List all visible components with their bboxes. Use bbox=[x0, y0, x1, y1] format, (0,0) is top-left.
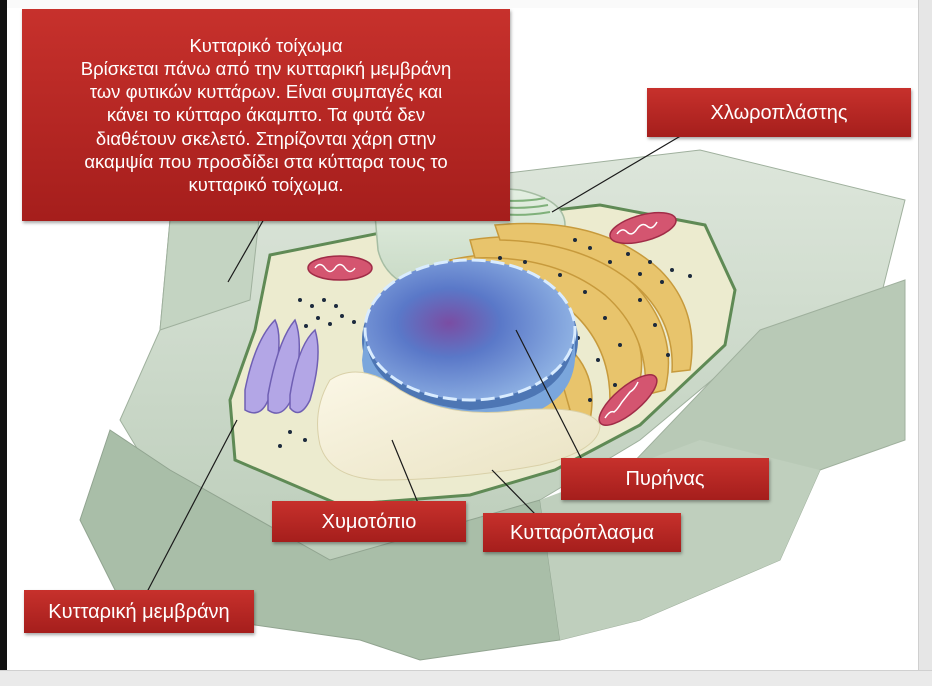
info-box-line-2: των φυτικών κυττάρων. Είναι συμπαγές και bbox=[90, 80, 443, 103]
nucleus bbox=[365, 260, 575, 400]
info-box-line-4: διαθέτουν σκελετό. Στηρίζονται χάρη στην bbox=[96, 127, 436, 150]
info-box-line-3: κάνει το κύτταρο άκαμπτο. Τα φυτά δεν bbox=[107, 103, 425, 126]
label-nucleus: Πυρήνας bbox=[561, 458, 769, 500]
info-box-line-1: Βρίσκεται πάνω από την κυτταρική μεμβράν… bbox=[81, 57, 451, 80]
info-box-line-6: κυτταρικό τοίχωμα. bbox=[188, 173, 343, 196]
window-bottom-edge bbox=[0, 670, 932, 686]
label-vacuole: Χυμοτόπιο bbox=[272, 501, 466, 542]
label-cell-membrane: Κυτταρική μεμβράνη bbox=[24, 590, 254, 633]
cell-wall-info-box: Κυτταρικό τοίχωμα Βρίσκεται πάνω από την… bbox=[22, 9, 510, 221]
scrollbar-track[interactable] bbox=[918, 0, 932, 686]
label-cytoplasm: Κυτταρόπλασμα bbox=[483, 513, 681, 552]
info-box-line-5: ακαμψία που προσδίδει στα κύτταρα τους τ… bbox=[84, 150, 447, 173]
info-box-title: Κυτταρικό τοίχωμα bbox=[189, 34, 342, 57]
label-chloroplast: Χλωροπλάστης bbox=[647, 88, 911, 137]
